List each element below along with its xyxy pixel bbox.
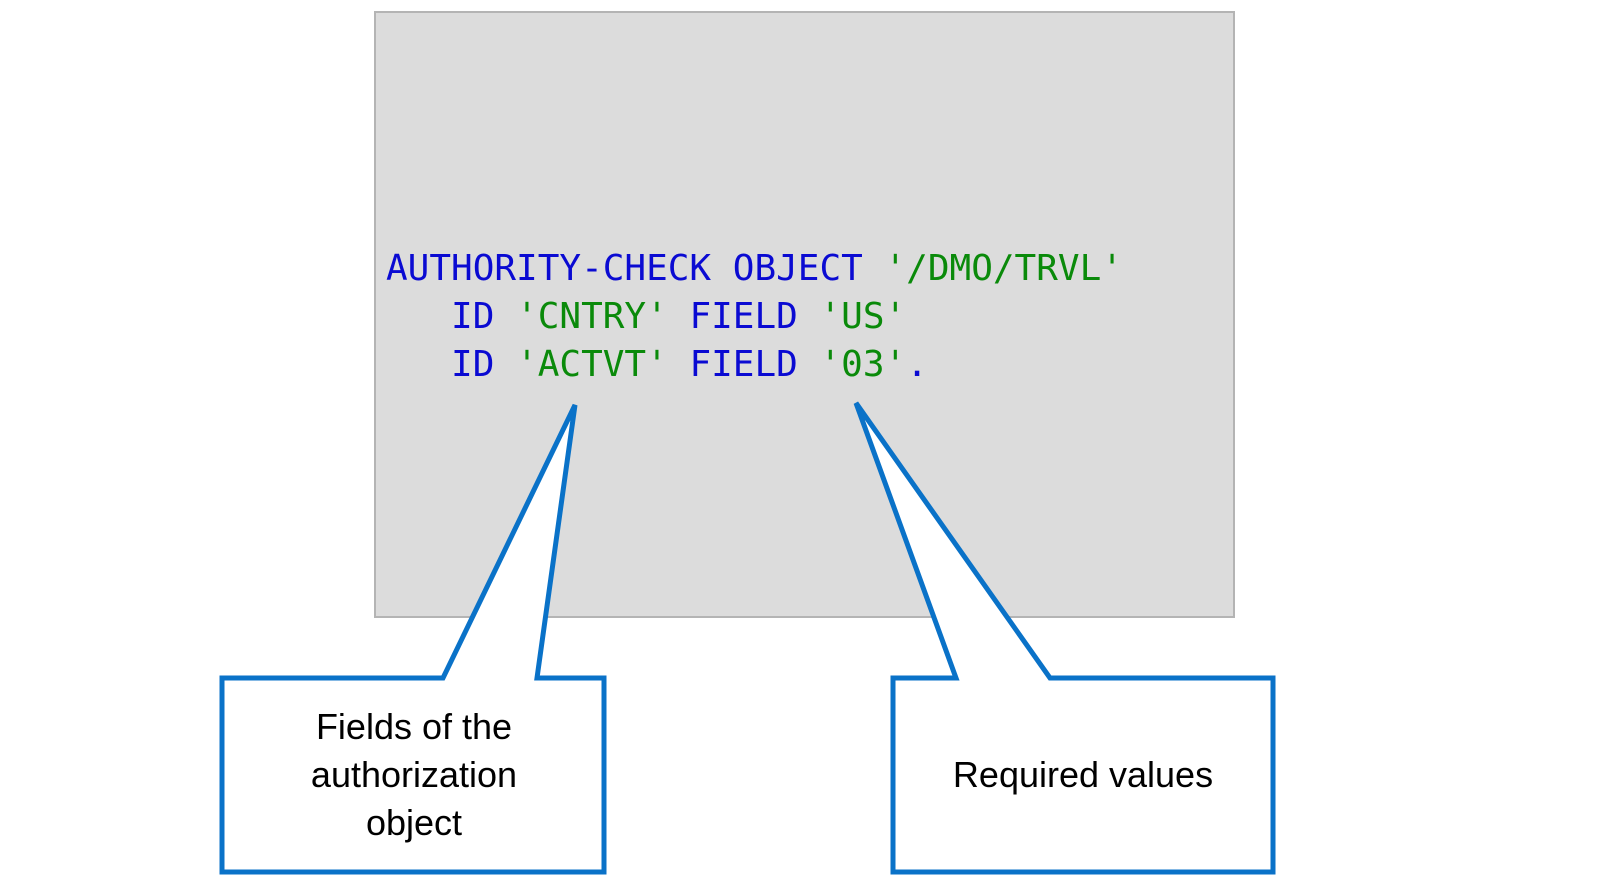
callout-right-label: Required values [952, 754, 1214, 795]
code-line-1: AUTHORITY-CHECK OBJECT '/DMO/TRVL' [386, 245, 1123, 293]
keyword-authority-check: AUTHORITY-CHECK OBJECT [386, 248, 885, 289]
callout-left-text: Fields of the authorization object [226, 682, 602, 868]
value-us: 'US' [819, 296, 907, 337]
value-03: '03' [819, 344, 907, 385]
callout-right-text: Required values [897, 682, 1269, 868]
code-snippet: AUTHORITY-CHECK OBJECT '/DMO/TRVL' ID 'C… [386, 245, 1123, 389]
keyword-id: ID [451, 296, 517, 337]
field-name-cntry: 'CNTRY' [516, 296, 668, 337]
code-panel [374, 11, 1235, 618]
keyword-id: ID [451, 344, 517, 385]
callout-right-shape [853, 401, 1276, 875]
field-name-actvt: 'ACTVT' [516, 344, 668, 385]
code-line-3: ID 'ACTVT' FIELD '03'. [386, 341, 1123, 389]
callout-left-label: Fields of the authorization object [310, 706, 518, 843]
code-line-2: ID 'CNTRY' FIELD 'US' [386, 293, 1123, 341]
keyword-field: FIELD [667, 296, 820, 337]
statement-terminator: . [906, 344, 928, 385]
keyword-field: FIELD [667, 344, 820, 385]
callout-left-shape [219, 403, 607, 875]
object-name: '/DMO/TRVL' [884, 248, 1123, 289]
